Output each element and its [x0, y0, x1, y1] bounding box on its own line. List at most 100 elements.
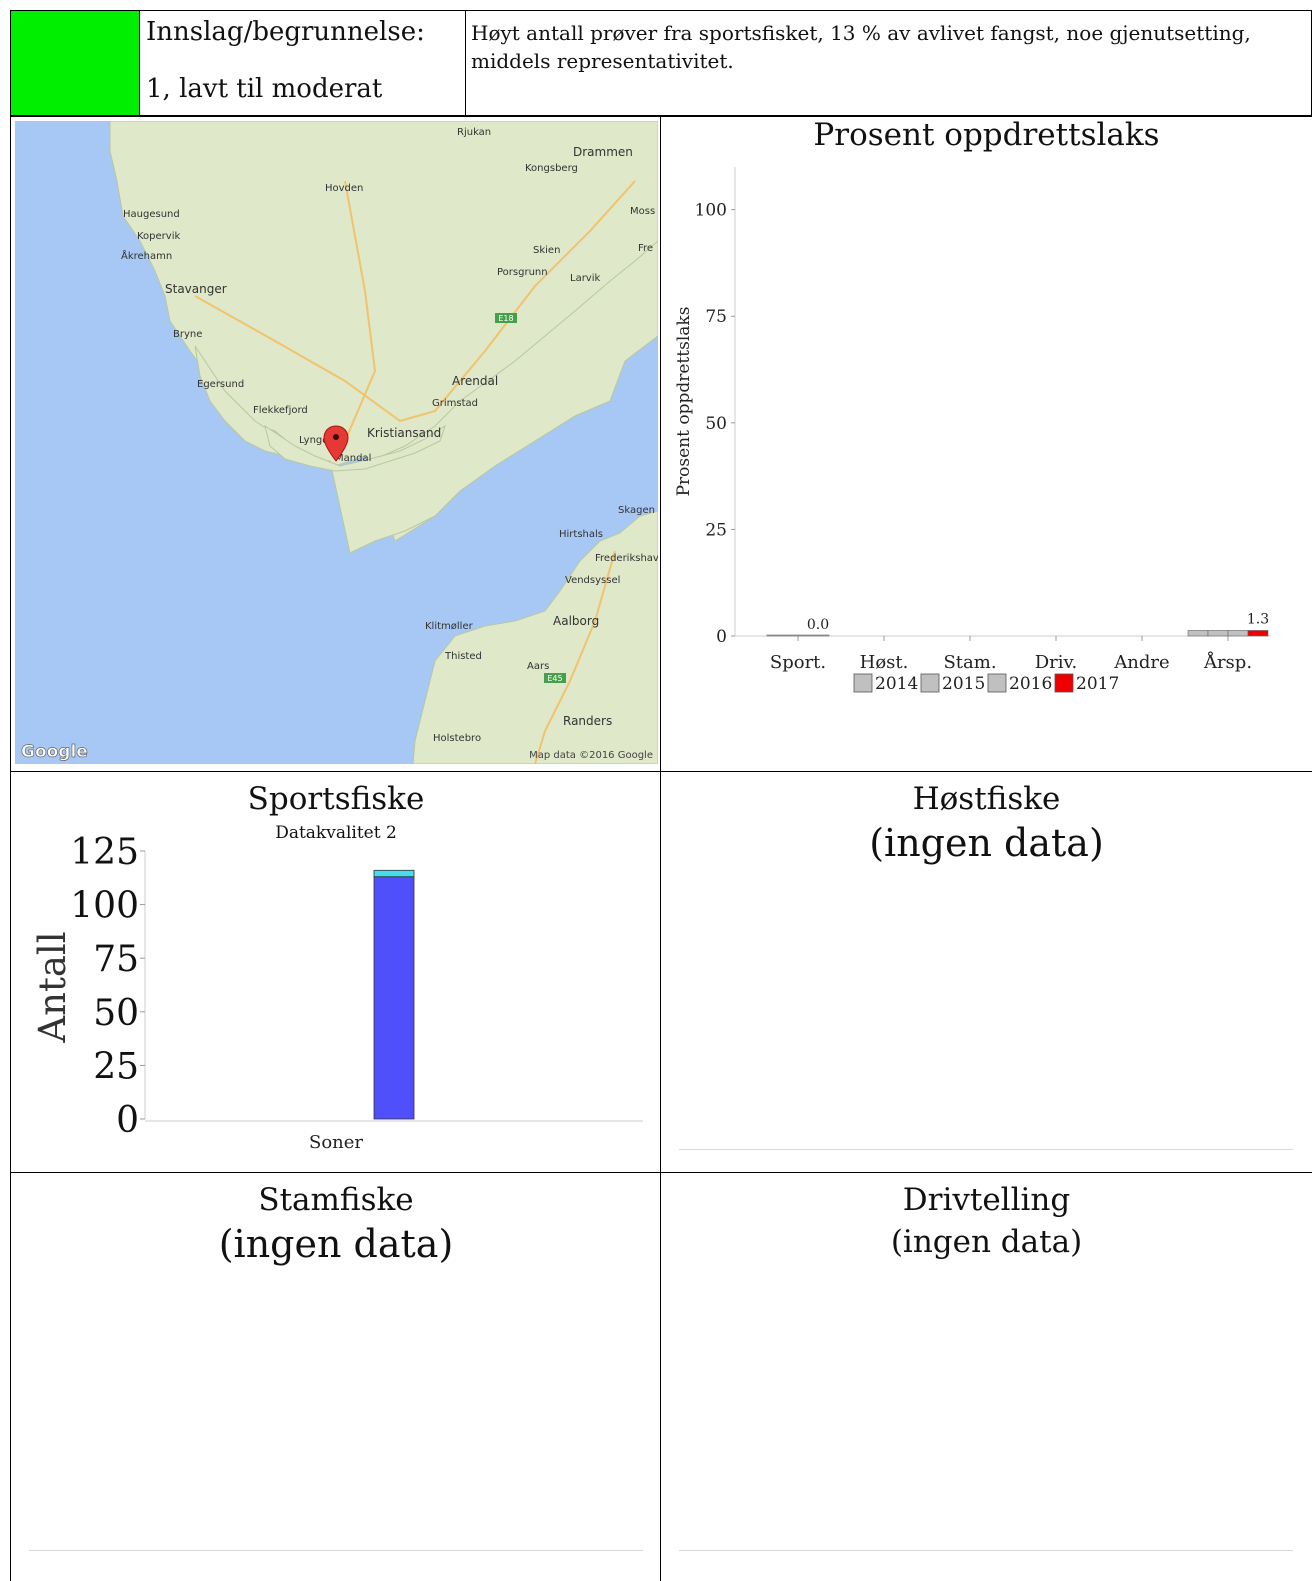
map-road-shield [495, 313, 517, 323]
map-place-label: Frederikshav [595, 553, 658, 564]
map-place-label: Randers [563, 714, 612, 728]
y-tick-label: 50 [705, 414, 727, 434]
svg-text:E45: E45 [547, 674, 562, 683]
map[interactable]: E18 E45 RjukanDrammenKongsbergHovdenHaug… [15, 121, 658, 764]
x-tick-label: Høst. [860, 652, 909, 673]
pct-chart-title: Prosent oppdrettslaks [813, 117, 1160, 153]
pct-bar [766, 634, 830, 637]
sport-chart-title: Sportsfiske [247, 781, 425, 817]
label-value: 1, lavt til moderat [146, 74, 383, 104]
host-baseline [679, 1149, 1293, 1150]
map-place-label: Flekkefjord [253, 405, 308, 416]
map-road [344, 180, 377, 442]
map-place-label: Lyngdal [299, 435, 338, 446]
map-place-label: Hirtshals [559, 529, 603, 540]
y-tick-label: 75 [705, 307, 727, 327]
map-pin-icon[interactable] [323, 425, 349, 462]
reason-text: Høyt antall prøver fra sportsfisket, 13 … [471, 21, 1251, 73]
y-axis-label: Antall [31, 931, 74, 1043]
pct-bar [1227, 630, 1249, 637]
legend-swatch [920, 673, 940, 693]
legend-label: 2016 [1009, 674, 1052, 694]
map-land-denmark [412, 510, 658, 764]
map-place-label: Vendsyssel [565, 575, 620, 586]
hostfiske-panel: Høstfiske (ingen data) [660, 771, 1312, 1173]
stam-title: Stamfiske [258, 1182, 414, 1218]
pct-bar [1247, 630, 1269, 637]
map-place-label: Egersund [197, 379, 244, 390]
y-tick-label: 50 [93, 993, 139, 1034]
y-tick-label: 100 [70, 886, 139, 927]
map-place-label: Bryne [173, 329, 202, 340]
google-logo: Google [21, 742, 88, 762]
driv-title: Drivtelling [902, 1182, 1071, 1218]
map-place-label: Kristiansand [367, 426, 441, 440]
map-place-label: Arendal [452, 374, 498, 388]
map-place-labels: RjukanDrammenKongsbergHovdenHaugesundKop… [121, 127, 658, 744]
sport-bar-segment [373, 869, 415, 878]
stamfiske-panel: Stamfiske (ingen data) [10, 1172, 661, 1581]
legend-label: 2017 [1076, 674, 1119, 694]
reason-cell: Høyt antall prøver fra sportsfisket, 13 … [466, 11, 1311, 115]
map-road-shield [544, 673, 566, 683]
legend-swatch [853, 673, 873, 693]
map-place-label: Larvik [570, 273, 601, 284]
label-cell: Innslag/begrunnelse: 1, lavt til moderat [140, 11, 466, 115]
map-place-label: Kopervik [137, 231, 180, 242]
pct-bar [1207, 630, 1229, 637]
map-place-label: Stavanger [165, 282, 227, 296]
y-tick-label: 25 [705, 520, 727, 540]
pct-bar [1187, 630, 1209, 637]
map-place-label: Haugesund [123, 209, 180, 220]
x-axis-label: Soner [309, 1132, 363, 1153]
map-place-label: Aalborg [553, 614, 599, 628]
map-land-coast-tip [264, 424, 446, 472]
data-label: 1.3 [1247, 611, 1269, 627]
status-color-swatch [11, 11, 140, 115]
sport-chart-subtitle: Datakvalitet 2 [275, 823, 397, 843]
y-tick-label: 0 [116, 1100, 139, 1141]
legend-swatch [987, 673, 1007, 693]
map-place-label: Klitmøller [425, 621, 474, 632]
map-place-label: Hovden [325, 183, 363, 194]
map-place-label: Moss [630, 206, 655, 217]
svg-text:E18: E18 [498, 314, 513, 323]
legend-swatch [1054, 673, 1074, 693]
map-place-label: Aars [527, 661, 549, 672]
map-attribution: Map data ©2016 Google [529, 750, 653, 761]
map-place-label: Skagen [618, 505, 655, 516]
map-place-label: Kongsberg [525, 163, 578, 174]
host-title: Høstfiske [912, 781, 1061, 817]
x-tick-label: Andre [1113, 652, 1169, 673]
map-place-label: Rjukan [457, 127, 491, 138]
y-tick-label: 0 [716, 627, 727, 647]
label-title: Innslag/begrunnelse: [146, 17, 425, 47]
y-tick-label: 125 [70, 832, 139, 873]
y-axis-label: Prosent oppdrettslaks [674, 307, 694, 497]
x-tick-label: Sport. [770, 652, 826, 673]
map-place-label: Holstebro [433, 733, 481, 744]
legend-label: 2015 [942, 674, 985, 694]
host-status: (ingen data) [869, 821, 1104, 865]
map-road [534, 550, 616, 764]
sport-bar-segment [373, 876, 415, 1120]
map-place-label: Grimstad [432, 398, 478, 409]
x-tick-label: Stam. [943, 652, 996, 673]
map-place-label: Thisted [444, 651, 482, 662]
map-place-label: Skien [533, 245, 560, 256]
map-place-label: Åkrehamn [121, 249, 172, 262]
map-place-label: Mandal [335, 453, 371, 464]
map-road [194, 180, 636, 423]
summary-row: Innslag/begrunnelse: 1, lavt til moderat… [10, 10, 1312, 116]
x-tick-label: Årsp. [1203, 651, 1252, 673]
stam-baseline [29, 1550, 643, 1551]
y-tick-label: 100 [695, 201, 727, 221]
y-tick-label: 25 [93, 1046, 139, 1087]
drivtelling-panel: Drivtelling (ingen data) [660, 1172, 1312, 1581]
x-tick-label: Driv. [1035, 652, 1078, 673]
